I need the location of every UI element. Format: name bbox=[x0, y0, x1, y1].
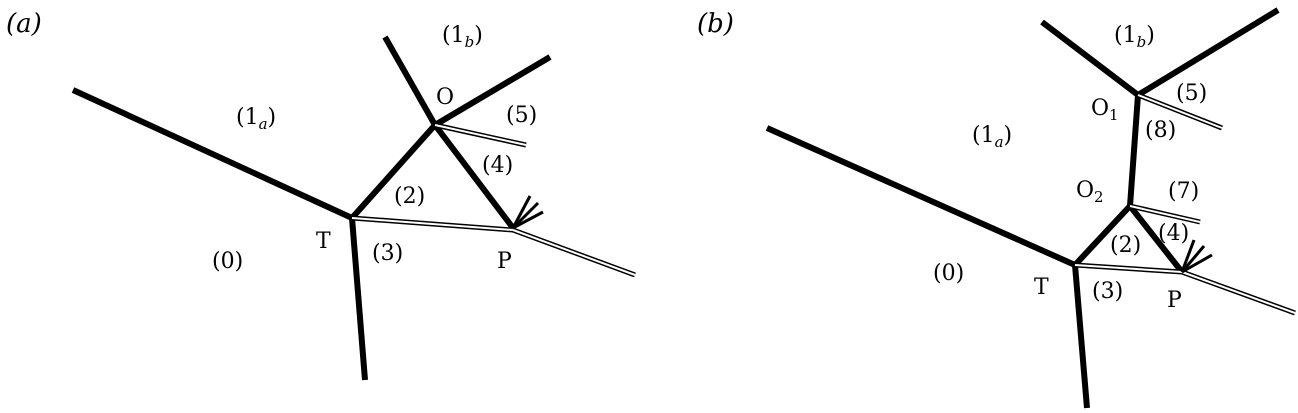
double-line-O-5 bbox=[434, 122, 527, 148]
region-1a-label: (1a) bbox=[236, 105, 276, 133]
boundary-1a-1b bbox=[382, 35, 438, 127]
region-5-label: (5) bbox=[506, 103, 537, 128]
arrow-tuft-P-icon bbox=[511, 195, 544, 230]
double-line-O2-7 bbox=[1129, 203, 1201, 225]
region-2-label: (2) bbox=[1110, 233, 1141, 258]
double-line-P-out bbox=[512, 227, 636, 278]
region-3-label: (3) bbox=[372, 241, 403, 266]
boundary-1a-2 bbox=[349, 123, 438, 220]
region-4-label: (4) bbox=[482, 153, 513, 178]
boundary-1b-5 bbox=[433, 54, 552, 128]
double-line-T-P bbox=[351, 215, 514, 233]
double-line-T-P bbox=[1074, 262, 1183, 275]
boundary-0-3 bbox=[349, 217, 368, 381]
panel-a: (a) T O P (0) (1a bbox=[6, 9, 636, 381]
region-1b-label: (1b) bbox=[442, 23, 483, 51]
point-P-label: P bbox=[497, 249, 512, 274]
point-O1-label: O1 bbox=[1091, 96, 1119, 124]
panel-a-label: (a) bbox=[6, 9, 42, 39]
panel-b-label: (b) bbox=[697, 9, 734, 39]
boundary-0-1a bbox=[765, 125, 1077, 268]
region-0-label: (0) bbox=[212, 249, 243, 274]
boundary-2-4 bbox=[432, 123, 516, 230]
boundary-0-1a bbox=[71, 87, 354, 221]
boundary-2-4 bbox=[1127, 204, 1185, 274]
region-4-label: (4) bbox=[1158, 221, 1189, 246]
point-P-label: P bbox=[1167, 288, 1182, 313]
boundary-1b-5 bbox=[1136, 7, 1280, 98]
point-O-label: O bbox=[436, 85, 454, 110]
region-0-label: (0) bbox=[933, 261, 964, 286]
point-T-label: T bbox=[316, 229, 331, 254]
double-line-O1-5 bbox=[1137, 92, 1223, 131]
region-7-label: (7) bbox=[1168, 179, 1199, 204]
region-3-label: (3) bbox=[1092, 279, 1123, 304]
double-line-P-out bbox=[1181, 269, 1296, 316]
boundary-0-3 bbox=[1072, 264, 1090, 409]
boundary-1a-2 bbox=[1072, 203, 1133, 268]
region-1a-label: (1a) bbox=[972, 123, 1012, 151]
panel-b: (b) T bbox=[697, 7, 1296, 409]
region-1b-label: (1b) bbox=[1114, 23, 1155, 51]
point-T-label: T bbox=[1034, 275, 1049, 300]
region-8-label: (8) bbox=[1145, 118, 1176, 143]
point-O2-label: O2 bbox=[1076, 178, 1104, 206]
region-5-label: (5) bbox=[1176, 81, 1207, 106]
arrow-tuft-P-icon bbox=[1180, 239, 1213, 274]
boundary-1a-8 bbox=[1127, 94, 1141, 207]
region-2-label: (2) bbox=[394, 184, 425, 209]
boundary-1a-1b bbox=[1040, 19, 1140, 98]
